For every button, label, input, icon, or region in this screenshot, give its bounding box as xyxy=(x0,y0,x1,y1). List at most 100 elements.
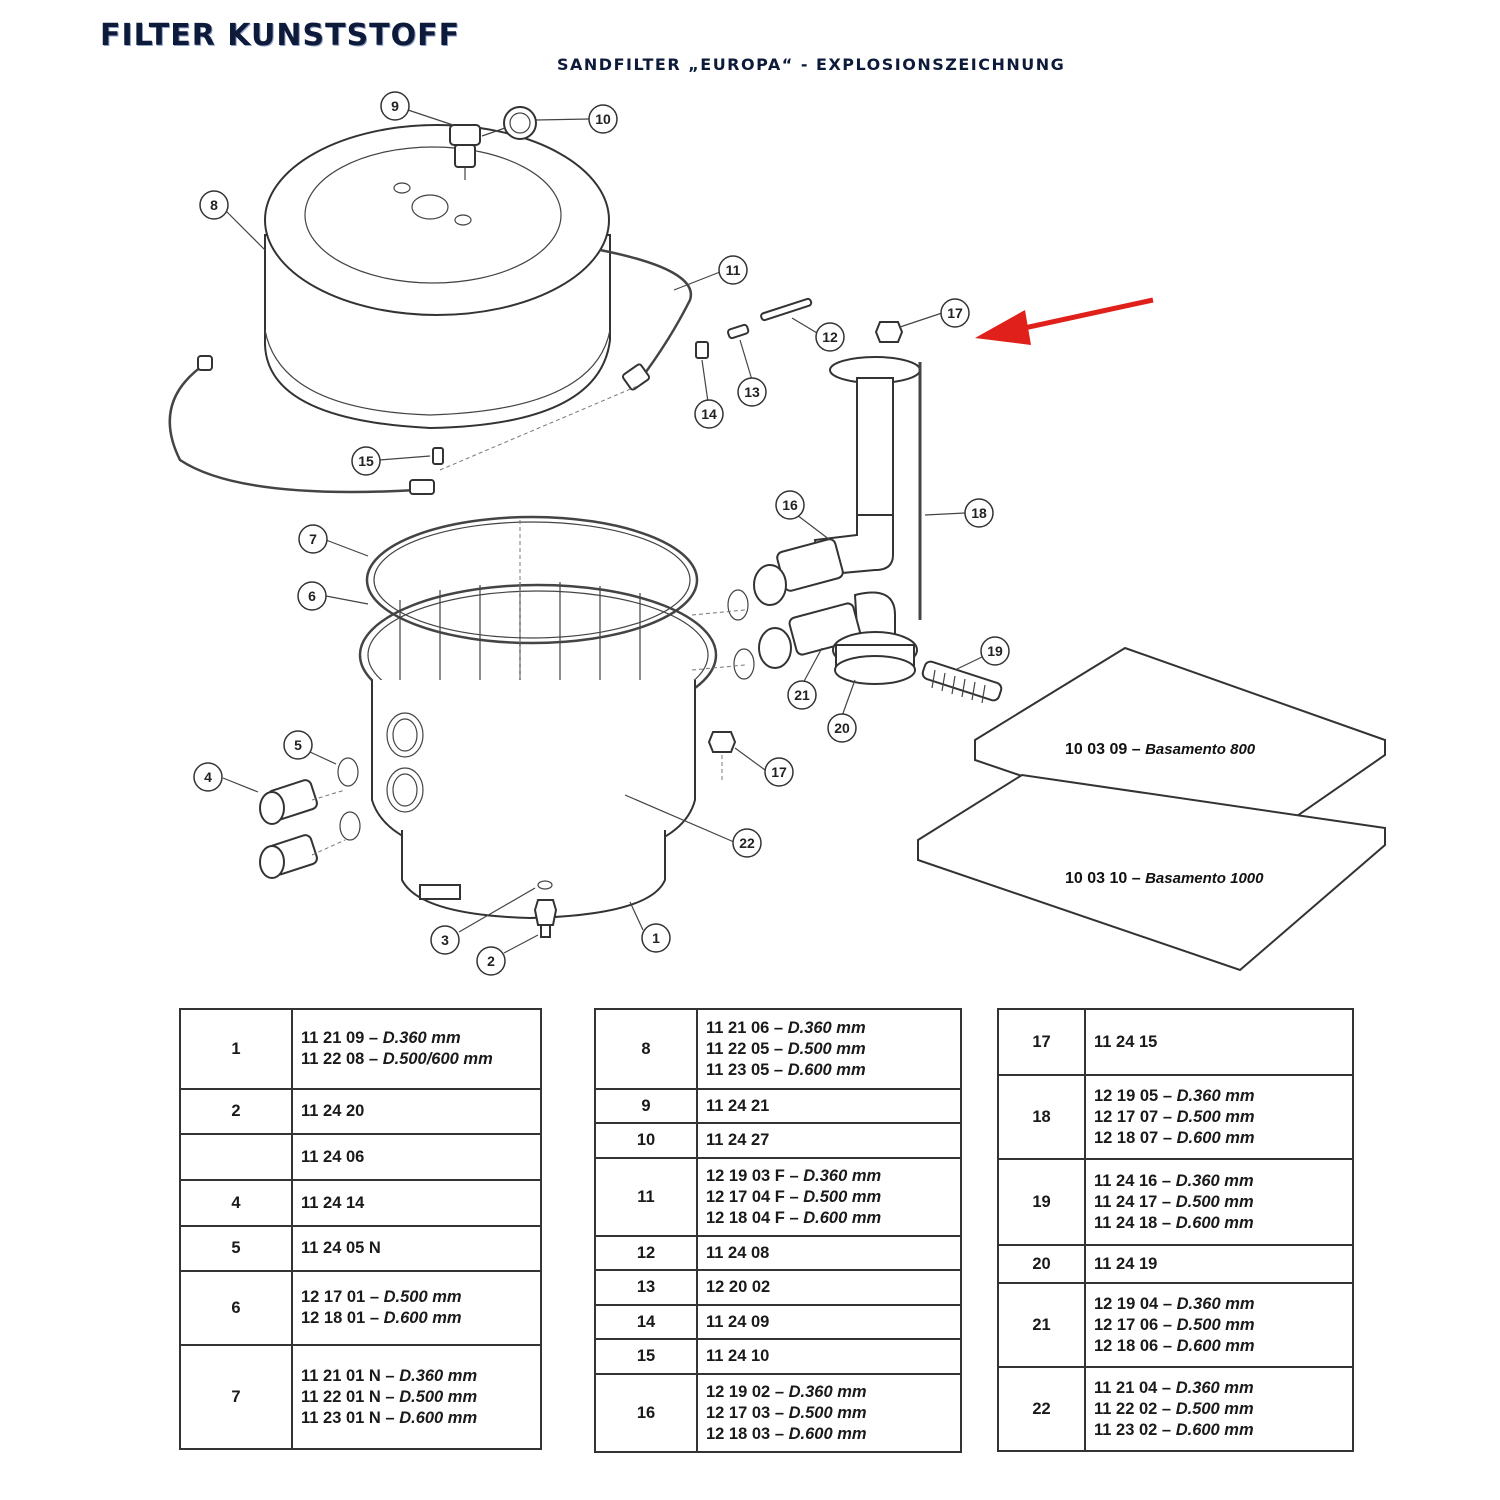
article-codes: 11 24 06 xyxy=(291,1133,542,1181)
part-number: 13 xyxy=(594,1269,698,1306)
callout-8: 8 xyxy=(199,190,229,220)
diameter-spec: D.500 mm xyxy=(1176,1315,1255,1334)
diameter-spec: D.600 mm xyxy=(787,1060,866,1079)
lock-screw xyxy=(432,447,444,465)
drain-cap-side xyxy=(707,731,737,753)
article-code: 11 24 16 xyxy=(1094,1171,1158,1190)
clamp-ring xyxy=(168,248,693,495)
article-code-line: 11 24 15 xyxy=(1094,1032,1352,1053)
diameter-spec: D.500 mm xyxy=(1175,1399,1254,1418)
article-code: 11 21 09 xyxy=(301,1029,365,1047)
article-code: 12 18 03 xyxy=(706,1424,771,1443)
diameter-spec: D.360 mm xyxy=(382,1029,461,1047)
article-codes: 11 24 27 xyxy=(696,1122,962,1159)
article-code: 11 23 05 xyxy=(706,1060,770,1079)
svg-text:14: 14 xyxy=(701,406,717,422)
svg-text:17: 17 xyxy=(947,305,963,321)
article-code: 11 24 20 xyxy=(301,1102,365,1120)
part-number: 20 xyxy=(997,1244,1086,1284)
article-code-line: 11 23 02 – D.600 mm xyxy=(1094,1420,1254,1439)
article-code: 11 21 01 N xyxy=(301,1366,381,1385)
article-code: 11 24 27 xyxy=(706,1131,770,1149)
svg-text:1: 1 xyxy=(652,930,660,946)
article-code-line: 12 19 03 F – D.360 mm xyxy=(706,1166,882,1185)
article-code: 12 19 03 F xyxy=(706,1166,785,1185)
drain-plug xyxy=(533,899,558,938)
article-code: 11 24 09 xyxy=(706,1312,770,1331)
article-code: 11 23 01 N xyxy=(301,1408,381,1427)
article-code-line: 11 24 16 – D.360 mm xyxy=(1094,1171,1254,1190)
article-code: 12 19 05 xyxy=(1094,1086,1159,1105)
part-number: 16 xyxy=(594,1373,698,1453)
diameter-spec: D.600 mm xyxy=(1175,1213,1254,1232)
red-arrow-icon xyxy=(975,297,1154,345)
article-codes: 11 24 10 xyxy=(696,1338,962,1375)
article-codes: 11 24 09 xyxy=(696,1304,962,1340)
article-codes: 11 21 04 – D.360 mm 11 22 02 – D.500 mm 11… xyxy=(1084,1366,1354,1452)
drain-cap-top xyxy=(874,321,904,343)
article-code: 11 22 05 xyxy=(706,1039,770,1058)
clamp-bolt xyxy=(760,297,813,322)
article-code-line: 11 22 01 N – D.500 mm xyxy=(301,1387,478,1406)
parts-row: 11 24 06 xyxy=(179,1133,542,1181)
diameter-spec: D.500 mm xyxy=(1175,1192,1254,1211)
part-number: 7 xyxy=(179,1344,293,1450)
callout-6: 6 xyxy=(297,581,327,611)
article-codes: 11 24 20 xyxy=(291,1088,542,1135)
part-number: 5 xyxy=(179,1225,293,1272)
article-code-line: 11 21 04 – D.360 mm xyxy=(1094,1378,1254,1397)
diameter-spec: D.360 mm xyxy=(1176,1294,1255,1313)
article-code: 11 23 02 xyxy=(1094,1420,1158,1439)
callout-21: 21 xyxy=(787,680,817,710)
article-code: 12 20 02 xyxy=(706,1278,771,1296)
diameter-spec: D.600 mm xyxy=(803,1208,882,1227)
callout-17-bottom: 17 xyxy=(764,757,794,787)
diameter-spec: D.360 mm xyxy=(1175,1171,1254,1190)
svg-text:7: 7 xyxy=(309,531,317,547)
page-subtitle: SANDFILTER „EUROPA“ - EXPLOSIONSZEICHNUN… xyxy=(557,55,1066,74)
article-codes: 11 24 14 xyxy=(291,1179,542,1227)
article-codes: 11 24 15 xyxy=(1084,1008,1354,1076)
svg-text:5: 5 xyxy=(294,737,302,753)
part-number: 8 xyxy=(594,1008,698,1090)
union-seals xyxy=(337,757,361,841)
article-code-line: 11 22 05 – D.500 mm xyxy=(706,1039,866,1058)
diameter-spec: D.500 mm xyxy=(803,1187,882,1206)
callout-17-top: 17 xyxy=(940,298,970,328)
article-code: 12 18 04 F xyxy=(706,1208,785,1227)
article-code: 11 24 21 xyxy=(706,1096,770,1115)
filter-lid xyxy=(264,124,611,430)
article-code-line: 11 22 02 – D.500 mm xyxy=(1094,1399,1254,1418)
diameter-spec: D.360 mm xyxy=(788,1382,867,1401)
article-code-line: 12 17 01 – D.500 mm xyxy=(301,1288,462,1306)
part-number: 6 xyxy=(179,1270,293,1346)
clamp-nut xyxy=(695,341,709,359)
clamp-sleeve xyxy=(727,323,750,340)
diameter-spec: D.600 mm xyxy=(1175,1420,1254,1439)
leader-lines xyxy=(222,109,983,954)
article-code-line: 11 24 14 xyxy=(301,1193,540,1214)
diameter-spec: D.600 mm xyxy=(1176,1336,1255,1355)
part-number: 14 xyxy=(594,1304,698,1340)
base-plate-1000 xyxy=(917,773,1386,972)
diameter-spec: D.600 mm xyxy=(1176,1128,1255,1147)
diameter-spec: D.500 mm xyxy=(787,1039,866,1058)
base-label-1000: 10 03 10 – Basamento 1000 xyxy=(1065,870,1264,887)
article-code: 12 18 06 xyxy=(1094,1336,1159,1355)
svg-text:6: 6 xyxy=(308,588,316,604)
article-code: 12 17 04 F xyxy=(706,1187,785,1206)
diameter-spec: D.360 mm xyxy=(1176,1086,1255,1105)
article-code: 11 22 08 xyxy=(301,1050,365,1068)
